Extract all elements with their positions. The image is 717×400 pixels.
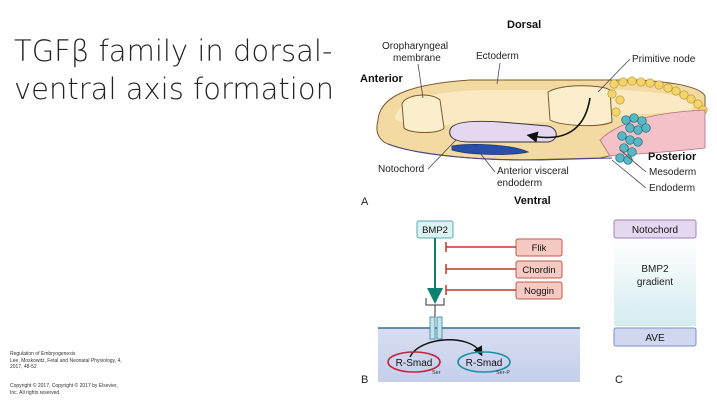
yellow-cell	[663, 83, 673, 93]
label-membrane: membrane	[393, 53, 441, 64]
yellow-cell	[654, 80, 664, 90]
yellow-cell	[618, 77, 628, 87]
r-smad-right-label: R-Smad	[466, 358, 503, 369]
primitive-node	[547, 85, 613, 127]
panel-c-letter: C	[615, 374, 623, 386]
teal-cell	[625, 135, 635, 145]
r-smad-left-sub: Ser	[432, 370, 441, 376]
label-mesoderm: Mesoderm	[649, 167, 696, 178]
yellow-cell	[693, 99, 703, 109]
citation-line-1: Regulation of Embryogenesis	[10, 351, 76, 357]
inhibitor-noggin: Noggin	[524, 286, 554, 297]
yellow-cell	[615, 95, 625, 105]
yellow-cell	[671, 86, 681, 96]
label-ave-2: endoderm	[497, 178, 542, 189]
panel-b: BMP2 Flik Chordin Noggin R-Smad Ser R-Sm…	[361, 220, 580, 386]
yellow-cell	[607, 89, 617, 99]
yellow-cell	[645, 78, 655, 88]
citation-line-3: 2017, 48-52	[10, 364, 37, 370]
teal-cell	[617, 131, 627, 141]
teal-cell	[633, 137, 643, 147]
teal-cell	[633, 125, 643, 135]
inhibitor-flik: Flik	[532, 243, 547, 254]
receptor-left	[429, 316, 436, 340]
teal-cell	[641, 123, 651, 133]
anterior-visceral-endoderm	[451, 144, 530, 155]
panel-c-ave: AVE	[645, 333, 665, 344]
label-anterior: Anterior	[360, 73, 404, 85]
bmp2-label: BMP2	[422, 225, 448, 236]
yellow-cell	[679, 90, 689, 100]
label-posterior: Posterior	[648, 151, 697, 163]
yellow-cell	[627, 76, 637, 86]
citation: Regulation of Embryogenesis Lee, Moskowi…	[10, 351, 122, 371]
r-smad-left-label: R-Smad	[396, 358, 433, 369]
oropharyngeal-membrane	[401, 94, 445, 133]
teal-cell	[629, 113, 639, 123]
teal-cell	[621, 115, 631, 125]
label-notochord: Notochord	[378, 164, 424, 175]
ave-box	[613, 327, 697, 347]
label-ventral: Ventral	[514, 195, 551, 207]
r-smad-right-sub: Ser-P	[496, 370, 510, 376]
cell-interior	[378, 328, 580, 382]
extraembryonic-cells	[607, 76, 708, 117]
receptor-right	[436, 316, 443, 340]
yellow-cell	[636, 77, 646, 87]
yellow-cell	[609, 79, 619, 89]
inhibitor-chordin: Chordin	[522, 265, 555, 276]
teal-cell	[625, 123, 635, 133]
inhibition-lines	[445, 242, 516, 295]
panel-a-letter: A	[361, 196, 369, 208]
bmp2-gradient-area	[614, 238, 696, 326]
title-line-1: TGFβ family in dorsal-	[14, 34, 333, 68]
teal-cell	[619, 143, 629, 153]
notochord-box	[613, 219, 697, 239]
yellow-cell	[611, 107, 621, 117]
teal-cell	[615, 153, 625, 163]
panel-b-letter: B	[361, 374, 368, 386]
migrating-cells	[615, 113, 651, 165]
label-dorsal: Dorsal	[507, 19, 541, 31]
panel-c-notochord: Notochord	[632, 225, 678, 236]
label-oropharyngeal: Oropharyngeal	[382, 41, 448, 52]
receptor-bracket	[425, 298, 445, 306]
copyright-line-1: Copyright © 2017, Copyright © 2017 by El…	[10, 383, 118, 389]
panel-a: Dorsal Anterior Posterior Ventral Oropha…	[360, 19, 708, 208]
r-smad-phosphorylated	[457, 351, 511, 373]
panel-c-gradient-1: BMP2	[641, 264, 669, 275]
slide-title: TGFβ family in dorsal- ventral axis form…	[14, 32, 334, 108]
label-primitive-node: Primitive node	[632, 54, 696, 65]
panel-c-gradient-2: gradient	[637, 277, 673, 288]
yellow-cell	[686, 94, 696, 104]
label-ectoderm: Ectoderm	[476, 51, 519, 62]
panel-c: Notochord BMP2 gradient AVE C	[613, 219, 697, 386]
title-line-2: ventral axis formation	[14, 72, 334, 106]
label-endoderm: Endoderm	[649, 183, 695, 194]
label-ave-1: Anterior visceral	[497, 166, 569, 177]
r-smad-unphosphorylated	[387, 351, 441, 373]
teal-cell	[637, 116, 647, 126]
copyright: Copyright © 2017, Copyright © 2017 by El…	[10, 383, 118, 396]
citation-line-2: Lee, Moskowitz, Fetal and Neonatal Physi…	[10, 357, 122, 364]
teal-cell	[627, 147, 637, 157]
copyright-line-2: Inc. All rights reserved.	[10, 389, 61, 396]
